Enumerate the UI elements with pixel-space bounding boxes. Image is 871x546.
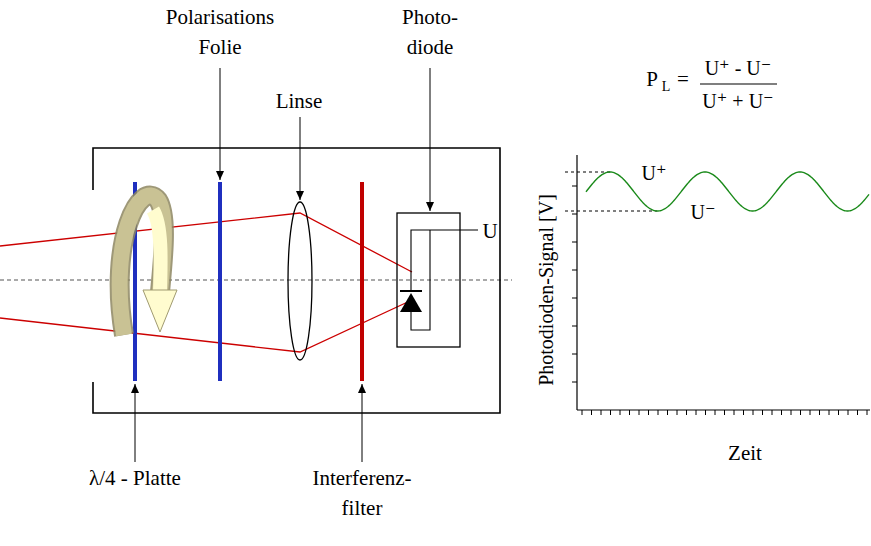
leader-arrow — [135, 384, 136, 462]
level-line — [565, 211, 657, 212]
formula-text: U⁺ - U⁻ — [705, 53, 772, 83]
axis-tick — [601, 410, 602, 415]
part-label: Interferenz- filter — [312, 463, 411, 523]
axis-tick — [715, 410, 716, 415]
level-line — [565, 172, 610, 173]
axis-tick — [677, 410, 678, 415]
axis-tick — [829, 410, 830, 415]
formula-text: U⁺ + U⁻ — [702, 86, 773, 116]
part-label: Polarisations Folie — [166, 2, 275, 62]
axis-tick — [572, 214, 577, 215]
axis-tick — [582, 410, 583, 415]
axis-tick — [857, 410, 858, 415]
formula-subscript: L — [662, 78, 671, 96]
axis-tick — [762, 410, 763, 415]
signal-curve — [586, 172, 869, 211]
axis-tick — [791, 410, 792, 415]
axis-tick — [705, 410, 706, 415]
axis-title: Zeit — [728, 438, 762, 468]
rotation-arrowhead — [143, 290, 177, 332]
light-ray — [0, 213, 412, 272]
axis-tick — [648, 410, 649, 415]
signal-name: U — [482, 216, 497, 246]
axis-tick — [819, 410, 820, 415]
axis-tick — [572, 326, 577, 327]
axis-tick — [629, 410, 630, 415]
axis-tick — [658, 410, 659, 415]
axis-tick — [620, 410, 621, 415]
interference-filter — [360, 182, 364, 381]
rotation-arrow — [153, 210, 161, 292]
leader-arrow — [300, 117, 301, 200]
axis-tick — [772, 410, 773, 415]
photodiode-housing — [397, 213, 460, 347]
leader-arrow — [220, 68, 221, 180]
y-axis — [576, 155, 577, 410]
formula-text: = — [677, 64, 689, 94]
housing — [93, 148, 500, 413]
axis-tick — [572, 382, 577, 383]
diode-symbol — [400, 293, 422, 312]
axis-tick — [572, 186, 577, 187]
axis-tick — [724, 410, 725, 415]
axis-tick — [743, 410, 744, 415]
axis-tick — [867, 410, 868, 415]
axis-tick — [781, 410, 782, 415]
axis-tick — [838, 410, 839, 415]
part-label: Linse — [276, 86, 323, 116]
x-axis — [577, 409, 870, 410]
axis-tick — [848, 410, 849, 415]
axis-tick — [734, 410, 735, 415]
part-label: λ/4 - Platte — [89, 463, 181, 493]
lens — [288, 202, 312, 360]
axis-tick — [667, 410, 668, 415]
level-label: U⁻ — [691, 197, 716, 227]
photodiode-wire — [411, 230, 478, 330]
optical-axis — [0, 279, 512, 280]
axis-tick — [800, 410, 801, 415]
axis-tick — [572, 354, 577, 355]
part-label: Photo- diode — [402, 2, 458, 62]
axis-tick — [810, 410, 811, 415]
light-ray — [0, 300, 412, 352]
diode-symbol — [400, 290, 422, 292]
leader-arrow — [362, 384, 363, 462]
axis-tick — [753, 410, 754, 415]
polarizer-foil — [218, 182, 222, 381]
axis-title: Photodioden-Signal [V] — [531, 194, 561, 386]
axis-tick — [610, 410, 611, 415]
axis-tick — [591, 410, 592, 415]
fraction-bar — [700, 83, 777, 84]
axis-tick — [572, 298, 577, 299]
formula-text: P — [646, 64, 658, 94]
axis-ticks — [572, 186, 867, 415]
axis-tick — [696, 410, 697, 415]
level-label: U⁺ — [642, 158, 667, 188]
axis-tick — [639, 410, 640, 415]
axis-tick — [572, 270, 577, 271]
axis-tick — [572, 242, 577, 243]
leader-arrow — [430, 68, 431, 211]
axis-tick — [686, 410, 687, 415]
